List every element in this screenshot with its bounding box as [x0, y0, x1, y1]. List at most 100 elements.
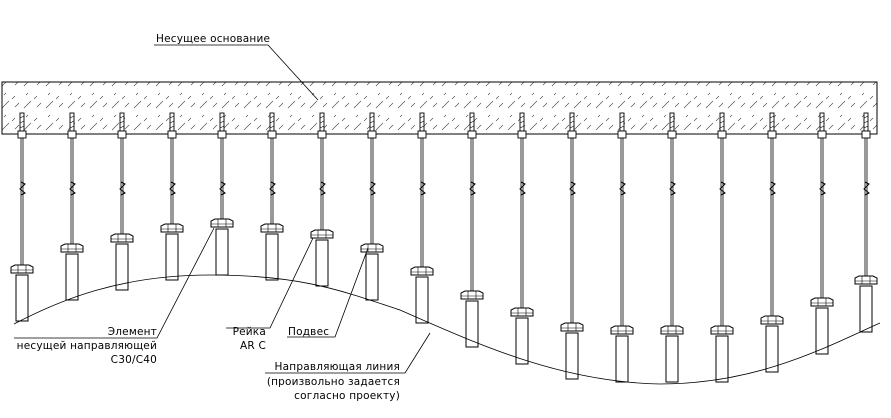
- anchor-thread: [863, 115, 869, 119]
- label-rail-line2: AR C: [240, 340, 266, 352]
- anchor-thread: [269, 120, 275, 124]
- spring-clip: [569, 181, 576, 196]
- rail-profile: [615, 335, 629, 383]
- hanger-assembly: [760, 112, 784, 373]
- anchor-thread: [569, 120, 575, 124]
- anchor-thread: [19, 120, 25, 124]
- spring-clip: [69, 181, 76, 196]
- hanger-assembly: [854, 112, 878, 333]
- anchor-thread: [769, 115, 775, 119]
- anchor-thread: [369, 125, 375, 129]
- anchor-thread: [469, 115, 475, 119]
- anchor-bracket: [567, 130, 577, 139]
- anchor-thread: [369, 115, 375, 119]
- anchor-thread: [669, 120, 675, 124]
- spring-clip: [319, 181, 326, 196]
- anchor-bracket: [367, 130, 377, 139]
- rail-clip: [510, 307, 534, 317]
- rail-clip: [310, 229, 334, 239]
- anchor-thread: [219, 120, 225, 124]
- rail-profile: [165, 233, 179, 281]
- anchor-thread: [863, 120, 869, 124]
- spring-clip: [719, 181, 726, 196]
- rail-profile: [515, 317, 529, 365]
- anchor-thread: [719, 125, 725, 129]
- rail-profile: [665, 335, 679, 383]
- anchor-thread: [863, 125, 869, 129]
- rail-profile: [859, 285, 873, 333]
- rail-clip: [854, 275, 878, 285]
- spring-clip: [619, 181, 626, 196]
- hanger-assembly: [660, 112, 684, 383]
- rail-profile: [65, 253, 79, 301]
- anchor-bracket: [767, 130, 777, 139]
- anchor-thread: [319, 115, 325, 119]
- hanger-assembly: [510, 112, 534, 365]
- anchor-thread: [769, 120, 775, 124]
- anchor-thread: [69, 115, 75, 119]
- spring-clip: [769, 181, 776, 196]
- spring-clip: [19, 181, 26, 196]
- anchor-bracket: [67, 130, 77, 139]
- anchor-thread: [19, 125, 25, 129]
- hanger-assembly: [10, 112, 34, 322]
- label-rail-line1: Рейка: [233, 326, 266, 338]
- anchor-bracket: [667, 130, 677, 139]
- rail-clip: [410, 266, 434, 276]
- rail-clip: [460, 290, 484, 300]
- anchor-thread: [519, 125, 525, 129]
- rail-clip: [210, 218, 234, 228]
- anchor-thread: [419, 115, 425, 119]
- spring-clip: [863, 181, 870, 196]
- rail-clip: [110, 233, 134, 243]
- anchor-thread: [819, 120, 825, 124]
- anchor-thread: [619, 115, 625, 119]
- rail-clip: [10, 264, 34, 274]
- anchor-bracket: [861, 130, 871, 139]
- hanger-assembly: [810, 112, 834, 355]
- rail-clip: [360, 243, 384, 253]
- anchor-thread: [319, 125, 325, 129]
- anchor-thread: [119, 115, 125, 119]
- anchor-thread: [719, 120, 725, 124]
- anchor-thread: [669, 115, 675, 119]
- anchor-thread: [219, 125, 225, 129]
- anchor-thread: [519, 120, 525, 124]
- spring-clip: [219, 181, 226, 196]
- anchor-bracket: [267, 130, 277, 139]
- hanger-assembly: [160, 112, 184, 281]
- anchor-bracket: [417, 130, 427, 139]
- rail-profile: [15, 274, 29, 322]
- anchor-bracket: [217, 130, 227, 139]
- rail-profile: [215, 228, 229, 276]
- anchor-thread: [769, 125, 775, 129]
- anchor-bracket: [517, 130, 527, 139]
- hanger-assembly: [310, 112, 334, 287]
- hanger-assembly: [110, 112, 134, 291]
- label-element-line3: С30/С40: [111, 354, 157, 366]
- hanger-assembly: [360, 112, 384, 301]
- hanger-assembly: [560, 112, 584, 380]
- anchor-bracket: [467, 130, 477, 139]
- hanger-assembly: [210, 112, 234, 276]
- hanger-assembly: [410, 112, 434, 324]
- anchor-thread: [69, 120, 75, 124]
- rail-profile: [715, 335, 729, 383]
- rail-clip: [810, 297, 834, 307]
- anchor-thread: [469, 125, 475, 129]
- rail-profile: [765, 325, 779, 373]
- anchor-thread: [469, 120, 475, 124]
- hangers-group: [10, 112, 878, 383]
- rail-profile: [265, 233, 279, 281]
- anchor-thread: [119, 120, 125, 124]
- rail-clip: [660, 325, 684, 335]
- spring-clip: [469, 181, 476, 196]
- rail-clip: [60, 243, 84, 253]
- anchor-thread: [819, 125, 825, 129]
- anchor-thread: [369, 120, 375, 124]
- rail-profile: [365, 253, 379, 301]
- hanger-assembly: [610, 112, 634, 383]
- label-hanger: Подвес: [288, 326, 329, 338]
- anchor-bracket: [317, 130, 327, 139]
- rail-clip: [260, 223, 284, 233]
